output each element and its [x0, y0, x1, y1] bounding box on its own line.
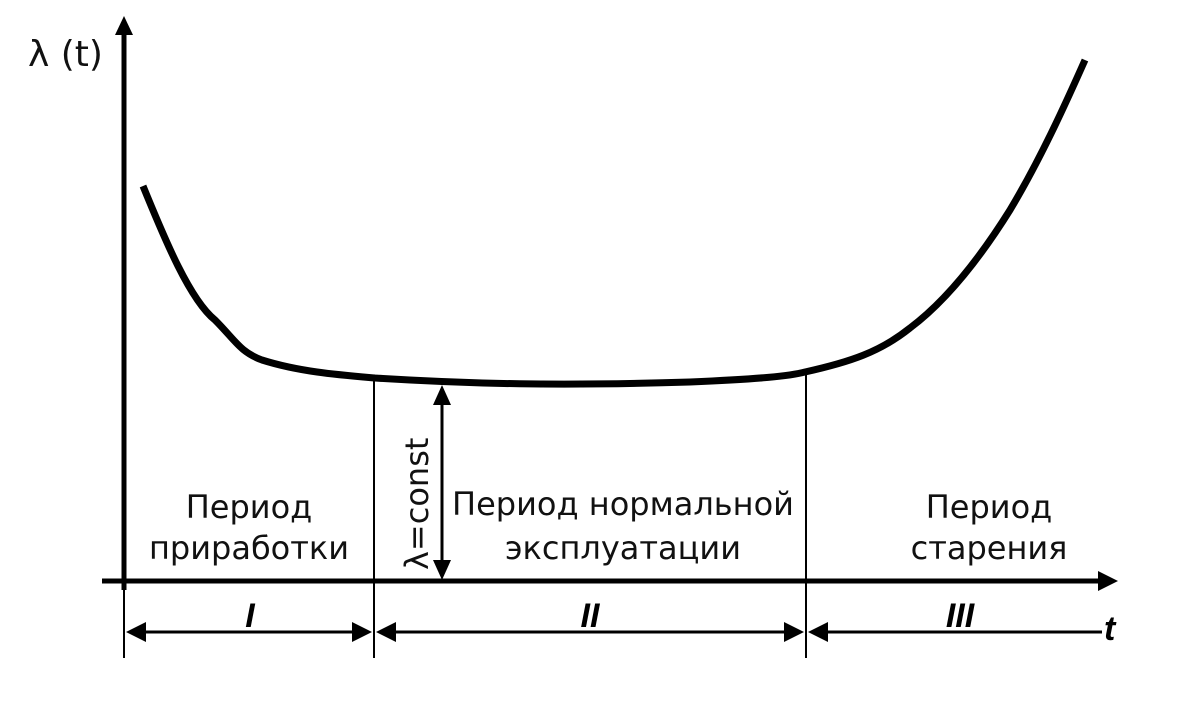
x-axis-arrow-icon: [1098, 571, 1118, 591]
lambda-const-label: λ=const: [398, 438, 436, 570]
arrow-left-icon: [808, 622, 828, 642]
y-axis-label: λ (t): [28, 34, 103, 75]
period-2-line1: Период нормальной: [452, 485, 794, 523]
arrow-down-icon: [433, 560, 451, 580]
arrow-left-icon: [376, 622, 396, 642]
period-3-line1: Период: [926, 488, 1053, 526]
period-2-numeral: II: [581, 597, 601, 635]
y-axis: [115, 16, 133, 590]
arrow-left-icon: [126, 622, 146, 642]
arrow-right-icon: [352, 622, 372, 642]
period-1-line2: приработки: [149, 529, 349, 567]
period-1-numeral: I: [245, 597, 256, 635]
failure-rate-curve: [139, 58, 1089, 388]
x-axis: [102, 571, 1118, 591]
period-3-numeral: III: [946, 597, 976, 635]
lambda-const-arrow: [433, 385, 451, 580]
y-axis-arrow-icon: [115, 16, 133, 35]
x-axis-label: t: [1104, 610, 1117, 648]
period-2-line2: эксплуатации: [505, 529, 741, 567]
period-1-dimension: [126, 622, 372, 642]
arrow-right-icon: [784, 622, 804, 642]
arrow-up-icon: [433, 385, 451, 405]
period-3-line2: старения: [911, 529, 1068, 567]
period-1-line1: Период: [186, 488, 313, 526]
period-3-dimension: [808, 622, 1102, 642]
period-2-dimension: [376, 622, 804, 642]
